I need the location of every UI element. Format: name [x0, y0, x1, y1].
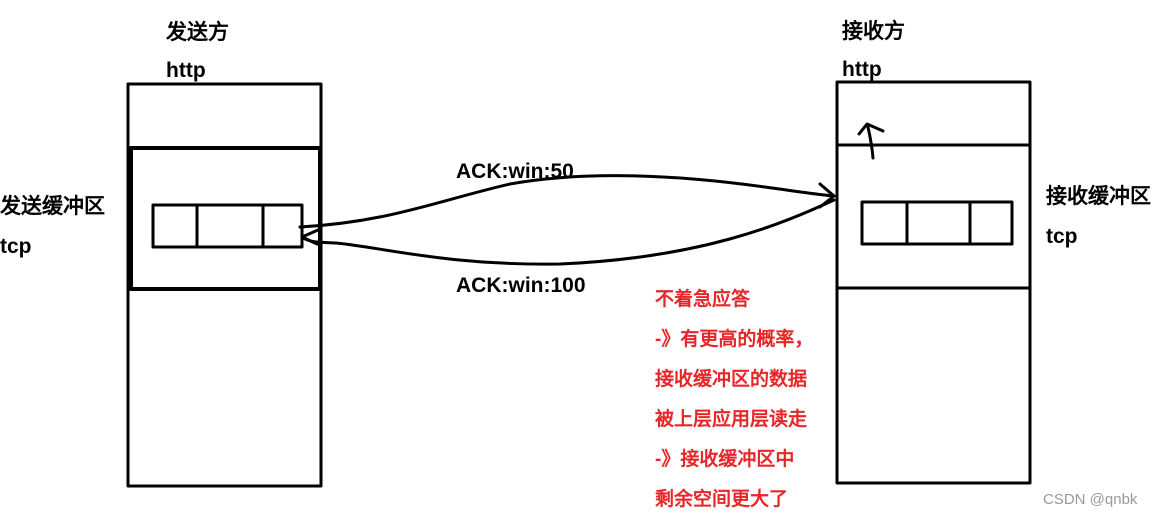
- receiver-buffer-label: 接收缓冲区: [1046, 185, 1151, 208]
- sender-title: 发送方: [166, 21, 229, 44]
- top-ack-label: ACK:win:50: [456, 160, 574, 183]
- sender-tcp-layer: [129, 146, 322, 291]
- receiver-stack-box: [835, 80, 1032, 485]
- bottom-ack-label: ACK:win:100: [456, 274, 586, 297]
- receiver-app-layer-label: http: [842, 58, 882, 81]
- top-arrow: [298, 174, 836, 229]
- bottom-arrow: [300, 198, 836, 266]
- note-line-2: -》有更高的概率，: [655, 329, 814, 350]
- note-line-4: 被上层应用层读走: [655, 409, 808, 430]
- note-line-5: -》接收缓冲区中: [655, 449, 795, 470]
- note-line-3: 接收缓冲区的数据: [655, 369, 808, 390]
- sender-buffer-label: 发送缓冲区: [0, 195, 105, 218]
- sender-buffer: [151, 203, 304, 249]
- note-line-1: 不着急应答: [655, 289, 751, 310]
- sender-stack-box: [126, 82, 323, 488]
- watermark: CSDN @qnbk: [1043, 491, 1138, 508]
- note-line-6: 剩余空间更大了: [655, 489, 789, 510]
- receiver-title: 接收方: [842, 20, 905, 43]
- receiver-upward-arrow: [866, 125, 875, 160]
- bottom-arrowhead: [300, 228, 320, 246]
- receiver-buffer: [860, 200, 1014, 246]
- sender-tcp-label: tcp: [0, 235, 32, 258]
- sender-app-layer-label: http: [166, 59, 206, 82]
- receiver-tcp-label: tcp: [1046, 225, 1078, 248]
- receiver-upward-arrowhead: [857, 122, 885, 136]
